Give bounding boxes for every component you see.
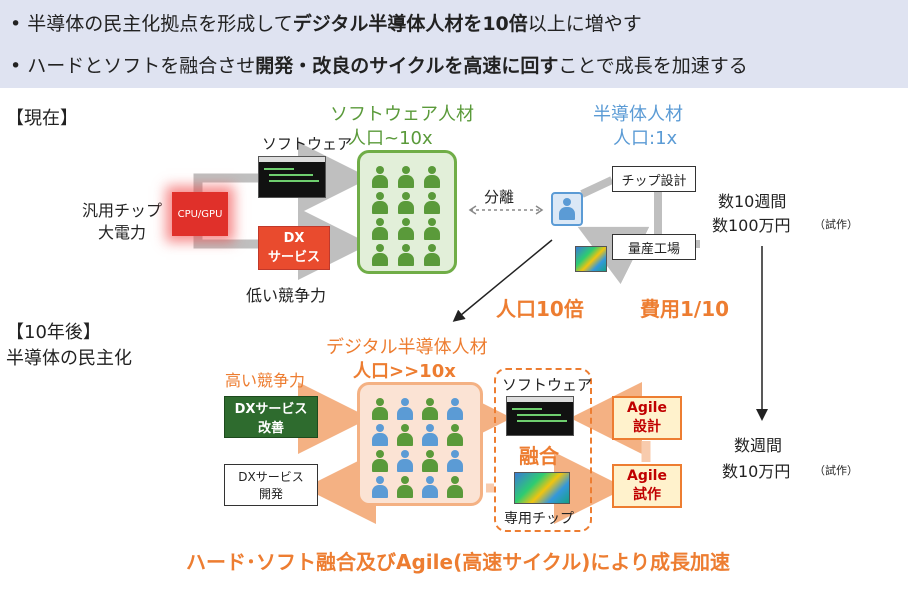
person-icon xyxy=(397,476,413,498)
banner-text: 以上に増やす xyxy=(527,13,642,35)
software-talent-title: ソフトウェア人材 xyxy=(330,104,474,125)
dx-service-box: DX サービス xyxy=(258,226,330,270)
person-icon xyxy=(424,244,440,266)
cpu-gpu-chip: CPU/GPU xyxy=(172,192,228,236)
person-icon xyxy=(424,218,440,240)
dx-label: DX xyxy=(283,231,305,246)
person-icon xyxy=(422,424,438,446)
dedicated-chip-label: 専用チップ xyxy=(504,511,574,527)
person-icon xyxy=(397,398,413,420)
agile-trial-box: Agile 試作 xyxy=(612,464,682,508)
person-icon xyxy=(398,192,414,214)
person-icon xyxy=(372,476,388,498)
person-icon xyxy=(447,476,463,498)
future-heading: 【10年後】 xyxy=(6,322,101,343)
person-icon xyxy=(424,192,440,214)
current-cost-time: 数10週間 xyxy=(718,192,787,211)
banner-line-2: • ハードとソフトを融合させ開発・改良のサイクルを高速に回すことで成長を加速する xyxy=(10,51,748,78)
current-cost-money: 数100万円 xyxy=(712,216,791,235)
dx-develop-label: DXサービス xyxy=(238,470,304,484)
banner-line-1: • 半導体の民主化拠点を形成してデジタル半導体人材を10倍以上に増やす xyxy=(10,9,642,36)
high-competitiveness-label: 高い競争力 xyxy=(225,371,306,390)
high-power-label: 大電力 xyxy=(98,223,147,242)
design-label: 設計 xyxy=(633,419,661,435)
software-talent-count: 人口~10x xyxy=(348,128,433,149)
mass-factory-box: 量産工場 xyxy=(612,234,696,260)
mass-factory-label: 量産工場 xyxy=(627,241,680,257)
improve-label: 改善 xyxy=(257,421,284,436)
agile-design-box: Agile 設計 xyxy=(612,396,682,440)
trial-label: 試作 xyxy=(633,487,661,503)
person-icon xyxy=(397,450,413,472)
banner-emphasis: 開発・改良のサイクルを高速に回す xyxy=(255,55,559,77)
service-label: サービス xyxy=(267,250,320,265)
cost-one-tenth-label: 費用1/10 xyxy=(640,297,730,321)
chip-design-box: チップ設計 xyxy=(612,166,696,192)
future-cost-time: 数週間 xyxy=(734,436,783,455)
banner-emphasis: デジタル半導体人材を10倍 xyxy=(292,13,528,35)
person-icon xyxy=(422,398,438,420)
future-subheading: 半導体の民主化 xyxy=(6,348,132,369)
software-label: ソフトウェア xyxy=(262,135,353,153)
person-icon xyxy=(422,450,438,472)
banner-text: ハードとソフトを融合させ xyxy=(27,55,256,77)
future-code-window-icon xyxy=(506,396,574,436)
agile-label: Agile xyxy=(627,400,667,416)
person-icon xyxy=(398,166,414,188)
person-icon xyxy=(372,424,388,446)
develop-label: 開発 xyxy=(258,487,283,501)
current-heading: 【現在】 xyxy=(6,108,78,129)
agile-label: Agile xyxy=(627,468,667,484)
person-icon xyxy=(372,166,388,188)
digital-talent-title: デジタル半導体人材 xyxy=(326,337,488,358)
person-icon xyxy=(372,244,388,266)
semiconductor-talent-count: 人口:1x xyxy=(613,128,678,149)
person-icon xyxy=(422,476,438,498)
population-10x-label: 人口10倍 xyxy=(496,297,584,321)
future-software-label: ソフトウェア xyxy=(502,376,593,394)
current-trial-note: （試作） xyxy=(814,218,858,231)
separation-label: 分離 xyxy=(484,188,515,206)
person-icon xyxy=(398,244,414,266)
digital-talent-count: 人口>>10x xyxy=(353,361,456,382)
chip-label: CPU/GPU xyxy=(177,208,223,220)
person-icon xyxy=(372,398,388,420)
banner-text: ことで成長を加速する xyxy=(558,55,748,77)
low-competitiveness-label: 低い競争力 xyxy=(246,286,327,305)
chip-design-label: チップ設計 xyxy=(621,173,687,189)
semiconductor-talent-title: 半導体人材 xyxy=(593,104,683,125)
person-icon xyxy=(559,198,575,220)
bullet: • xyxy=(10,13,22,35)
fusion-group xyxy=(494,368,592,532)
bullet: • xyxy=(10,55,22,77)
future-trial-note: （試作） xyxy=(814,464,858,477)
person-icon xyxy=(424,166,440,188)
semiconductor-person-icon xyxy=(551,192,583,226)
conclusion-text: ハード･ソフト融合及びAgile(高速サイクル)により成長加速 xyxy=(186,550,730,574)
person-icon xyxy=(447,424,463,446)
general-chip-label: 汎用チップ xyxy=(82,201,163,220)
dx-improve-box: DXサービス 改善 xyxy=(224,396,318,438)
person-icon xyxy=(372,192,388,214)
chip-die-icon xyxy=(575,246,607,272)
future-cost-money: 数10万円 xyxy=(722,462,791,481)
person-icon xyxy=(447,398,463,420)
person-icon xyxy=(372,218,388,240)
person-icon xyxy=(372,450,388,472)
header-banner: • 半導体の民主化拠点を形成してデジタル半導体人材を10倍以上に増やす • ハー… xyxy=(0,0,908,88)
person-icon xyxy=(397,424,413,446)
person-icon xyxy=(447,450,463,472)
dx-improve-label: DXサービス xyxy=(234,402,308,417)
fusion-label: 融合 xyxy=(519,444,559,468)
person-icon xyxy=(398,218,414,240)
code-window-icon xyxy=(258,156,326,198)
dx-develop-box: DXサービス 開発 xyxy=(224,464,318,506)
dedicated-chip-icon xyxy=(514,472,570,504)
banner-text: 半導体の民主化拠点を形成して xyxy=(27,13,293,35)
